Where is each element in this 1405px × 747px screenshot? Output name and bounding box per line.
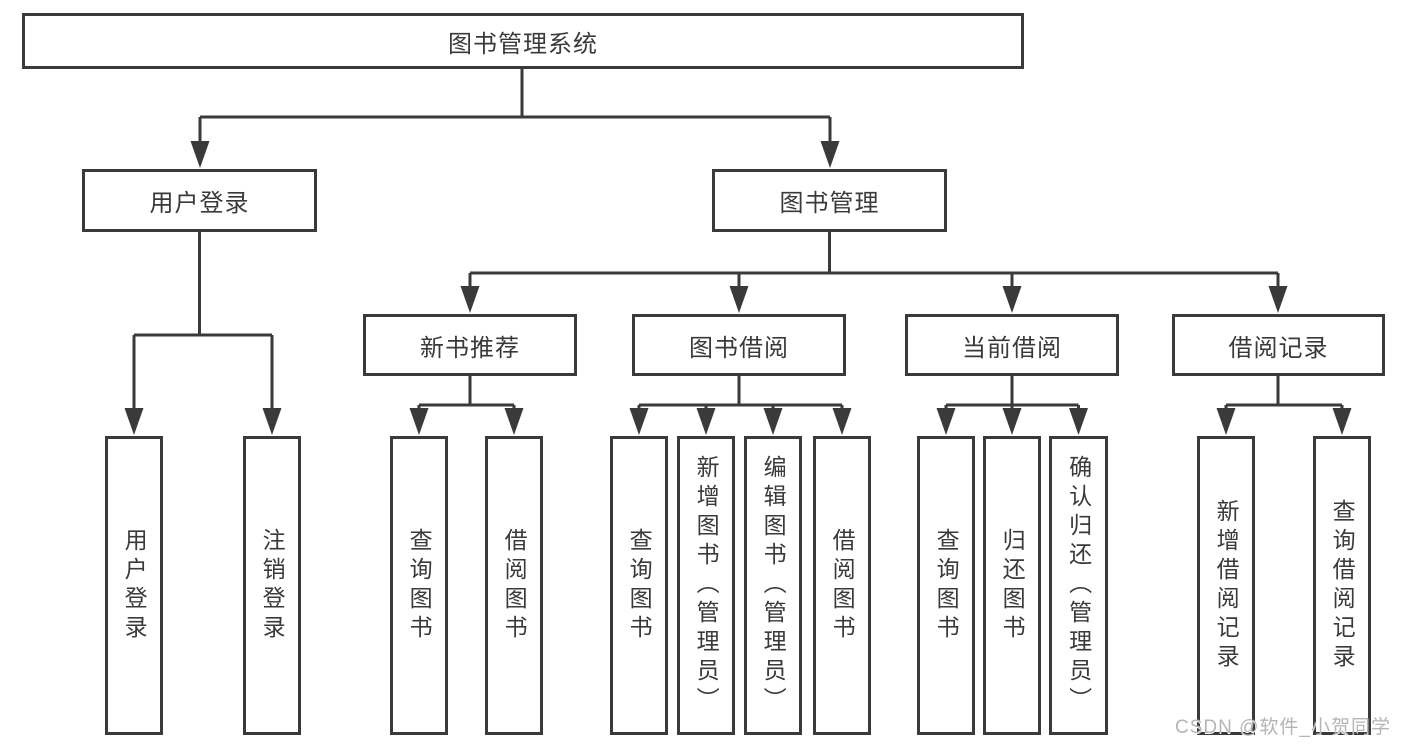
leaf-query-books-borrowing: 查询图书 [610,436,668,735]
leaf-confirm-return-admin: 确认归还（管理员） [1049,436,1108,735]
leaf-label: 注销登录 [259,527,286,644]
node-book-management: 图书管理 [712,169,947,232]
leaf-label: 查询借阅记录 [1329,498,1356,673]
leaf-label: 借阅图书 [501,527,528,644]
node-user-login: 用户登录 [82,169,317,232]
leaf-query-borrow-record: 查询借阅记录 [1313,436,1371,735]
watermark: CSDN @软件_小贺同学 [1175,717,1391,738]
leaf-logout-login: 注销登录 [243,436,301,735]
leaf-user-login: 用户登录 [105,436,163,735]
leaf-borrow-books-recommend: 借阅图书 [485,436,543,735]
leaf-label: 查询图书 [933,527,960,644]
leaf-edit-books-admin: 编辑图书（管理员） [744,436,802,735]
leaf-add-borrow-record: 新增借阅记录 [1197,436,1255,735]
leaf-query-books-current: 查询图书 [917,436,975,735]
leaf-label: 查询图书 [626,527,653,644]
leaf-borrow-books-borrowing: 借阅图书 [813,436,871,735]
leaf-add-books-admin: 新增图书（管理员） [677,436,735,735]
leaf-label: 借阅图书 [829,527,856,644]
node-root: 图书管理系统 [22,13,1024,69]
leaf-label: 确认归还（管理员） [1065,455,1092,716]
leaf-label: 新增借阅记录 [1213,498,1240,673]
node-new-book-recommend: 新书推荐 [363,314,577,376]
leaf-label: 归还图书 [999,527,1026,644]
leaf-label: 查询图书 [406,527,433,644]
leaf-return-books: 归还图书 [983,436,1041,735]
leaf-query-books-recommend: 查询图书 [390,436,448,735]
leaf-label: 用户登录 [121,527,148,644]
leaf-label: 新增图书（管理员） [693,455,720,716]
node-book-borrowing: 图书借阅 [632,314,846,376]
leaf-label: 编辑图书（管理员） [760,455,787,716]
node-borrowing-records: 借阅记录 [1172,314,1385,376]
node-current-borrowing: 当前借阅 [905,314,1119,376]
